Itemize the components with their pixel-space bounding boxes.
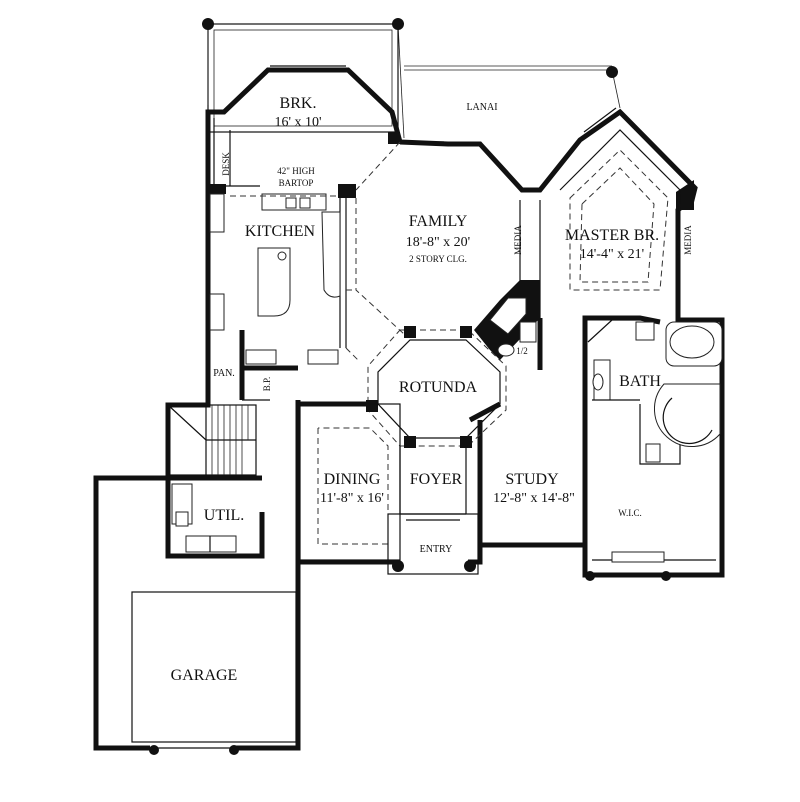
label-foyer: FOYER xyxy=(410,471,463,488)
dims-brk: 16' x 10' xyxy=(274,115,321,130)
dims-family: 18'-8" x 20' xyxy=(406,235,470,250)
label-garage: GARAGE xyxy=(171,667,238,684)
label-entry: ENTRY xyxy=(420,544,453,555)
label-media-master: MEDIA xyxy=(683,225,693,255)
porch-structure xyxy=(202,18,621,139)
label-bartop-1: 42" HIGH xyxy=(277,166,315,176)
label-desk: DESK xyxy=(221,152,231,176)
kitchen-fixtures xyxy=(209,193,361,365)
label-bartop-2: BARTOP xyxy=(279,178,314,188)
label-wic: W.I.C. xyxy=(618,508,641,518)
label-bath: BATH xyxy=(619,373,661,390)
interior-walls xyxy=(104,65,723,755)
label-pantry: PAN. xyxy=(213,368,235,379)
label-study: STUDY xyxy=(505,471,559,488)
label-bp: B.P. xyxy=(262,377,272,392)
label-media-family: MEDIA xyxy=(513,225,523,255)
label-brk: BRK. xyxy=(280,95,317,112)
label-half-bath: 1/2 xyxy=(516,346,528,356)
label-lanai: LANAI xyxy=(466,102,497,113)
label-family: FAMILY xyxy=(409,213,468,230)
room-labels: BRK. 16' x 10' LANAI DESK 42" HIGH BARTO… xyxy=(171,95,693,684)
exterior-walls xyxy=(93,67,725,751)
dims-master: 14'-4" x 21' xyxy=(580,247,644,262)
label-rotunda: ROTUNDA xyxy=(399,379,478,396)
label-util: UTIL. xyxy=(204,507,244,524)
note-family: 2 STORY CLG. xyxy=(409,254,467,264)
label-dining: DINING xyxy=(324,471,381,488)
dims-dining: 11'-8" x 16' xyxy=(320,491,384,506)
label-kitchen: KITCHEN xyxy=(245,223,316,240)
dims-study: 12'-8" x 14'-8" xyxy=(493,491,575,506)
label-master: MASTER BR. xyxy=(565,227,659,244)
